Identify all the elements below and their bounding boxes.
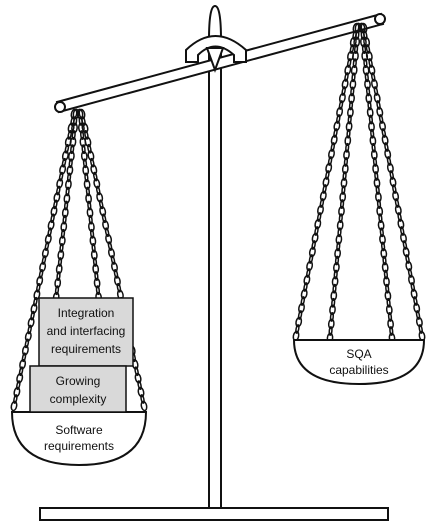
integration-box-line-3: requirements: [51, 342, 121, 356]
right-pan-label-line-1: SQA: [346, 347, 371, 361]
left-chain-outer-left: [10, 108, 78, 412]
complexity-box-line-1: Growing: [56, 374, 101, 388]
left-pan-bowl: [10, 411, 148, 467]
pivot-pointer: [205, 47, 225, 73]
left-pan-label-line-1: Software: [55, 423, 103, 437]
growing-complexity-box: [29, 365, 127, 413]
integration-box-line-1: Integration: [58, 306, 115, 320]
beam-left-end: [54, 101, 66, 113]
right-pan: SQA capabilities: [292, 339, 426, 386]
beam-right-end: [374, 13, 386, 25]
left-pan: Software requirements Integration and in…: [10, 297, 148, 467]
right-pan-label-line-2: capabilities: [329, 363, 388, 377]
scale-pole: [208, 37, 222, 509]
pivot-dial: [185, 35, 247, 73]
left-pan-label-line-2: requirements: [44, 439, 114, 453]
right-chain-outer-right: [360, 22, 426, 342]
complexity-box-line-2: complexity: [50, 392, 107, 406]
right-chain-outer-left: [292, 22, 360, 342]
right-chain-inner-left: [326, 22, 362, 344]
integration-box-line-2: and interfacing: [47, 324, 126, 338]
right-chain-inner-right: [358, 22, 396, 344]
right-pan-bowl: [292, 339, 426, 386]
scale-pole-top: [208, 4, 222, 41]
scale-base: [39, 507, 389, 521]
pan-chains: [10, 22, 426, 416]
